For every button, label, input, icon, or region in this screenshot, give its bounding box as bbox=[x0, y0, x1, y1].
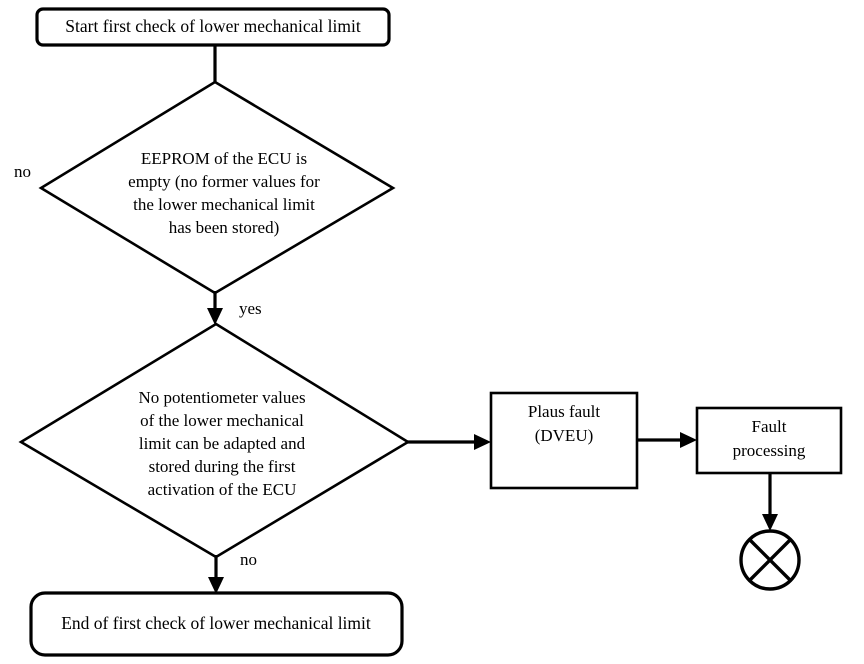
eeprom-diamond-line-2: empty (no former values for bbox=[128, 172, 320, 191]
terminator-circle-shape bbox=[739, 529, 801, 591]
node-start[interactable]: Start first check of lower mechanical li… bbox=[35, 7, 391, 47]
connector-plaus-fault-to-fault-processing bbox=[637, 432, 697, 448]
connector-potentiometer-to-plaus-fault bbox=[406, 434, 491, 450]
plaus-fault-box-shape bbox=[489, 391, 639, 490]
plaus-fault-line-1: Plaus fault bbox=[528, 402, 601, 421]
end-box-label: End of first check of lower mechanical l… bbox=[61, 613, 371, 633]
edge-label-eeprom-no: no bbox=[14, 162, 31, 181]
node-decision-potentiometer[interactable]: No potentiometer values of the lower mec… bbox=[18, 322, 411, 559]
potentiometer-diamond-line-1: No potentiometer values bbox=[138, 388, 305, 407]
eeprom-diamond-line-4: has been stored) bbox=[169, 218, 279, 237]
node-decision-eeprom[interactable]: EEPROM of the ECU is empty (no former va… bbox=[38, 80, 396, 295]
start-box-label: Start first check of lower mechanical li… bbox=[65, 16, 361, 36]
node-terminator-circle[interactable] bbox=[739, 529, 801, 591]
connector-fault-processing-to-terminator bbox=[762, 473, 778, 531]
node-plaus-fault[interactable]: Plaus fault (DVEU) bbox=[489, 391, 639, 490]
terminator-cross-line-b bbox=[748, 538, 792, 582]
arrowhead-down bbox=[207, 308, 223, 325]
potentiometer-diamond-line-2: of the lower mechanical bbox=[140, 411, 304, 430]
plaus-fault-line-2: (DVEU) bbox=[535, 426, 594, 445]
potentiometer-diamond-line-5: activation of the ECU bbox=[148, 480, 297, 499]
fault-processing-line-1: Fault bbox=[752, 417, 787, 436]
node-end[interactable]: End of first check of lower mechanical l… bbox=[29, 591, 404, 657]
eeprom-diamond-line-1: EEPROM of the ECU is bbox=[141, 149, 307, 168]
edge-label-potentiometer-no: no bbox=[240, 550, 257, 569]
connector-potentiometer-to-end bbox=[208, 555, 224, 594]
start-box-shape bbox=[35, 7, 391, 47]
arrowhead-down bbox=[762, 514, 778, 531]
arrowhead-down bbox=[208, 577, 224, 594]
connector-eeprom-to-potentiometer bbox=[207, 291, 223, 325]
edge-label-eeprom-yes: yes bbox=[239, 299, 262, 318]
fault-processing-line-2: processing bbox=[733, 441, 806, 460]
arrowhead-right bbox=[680, 432, 697, 448]
node-fault-processing[interactable]: Fault processing bbox=[695, 406, 843, 475]
arrowhead-right bbox=[474, 434, 491, 450]
end-box-shape bbox=[29, 591, 404, 657]
potentiometer-diamond-line-3: limit can be adapted and bbox=[139, 434, 306, 453]
eeprom-diamond-line-3: the lower mechanical limit bbox=[133, 195, 315, 214]
potentiometer-diamond-line-4: stored during the first bbox=[149, 457, 296, 476]
